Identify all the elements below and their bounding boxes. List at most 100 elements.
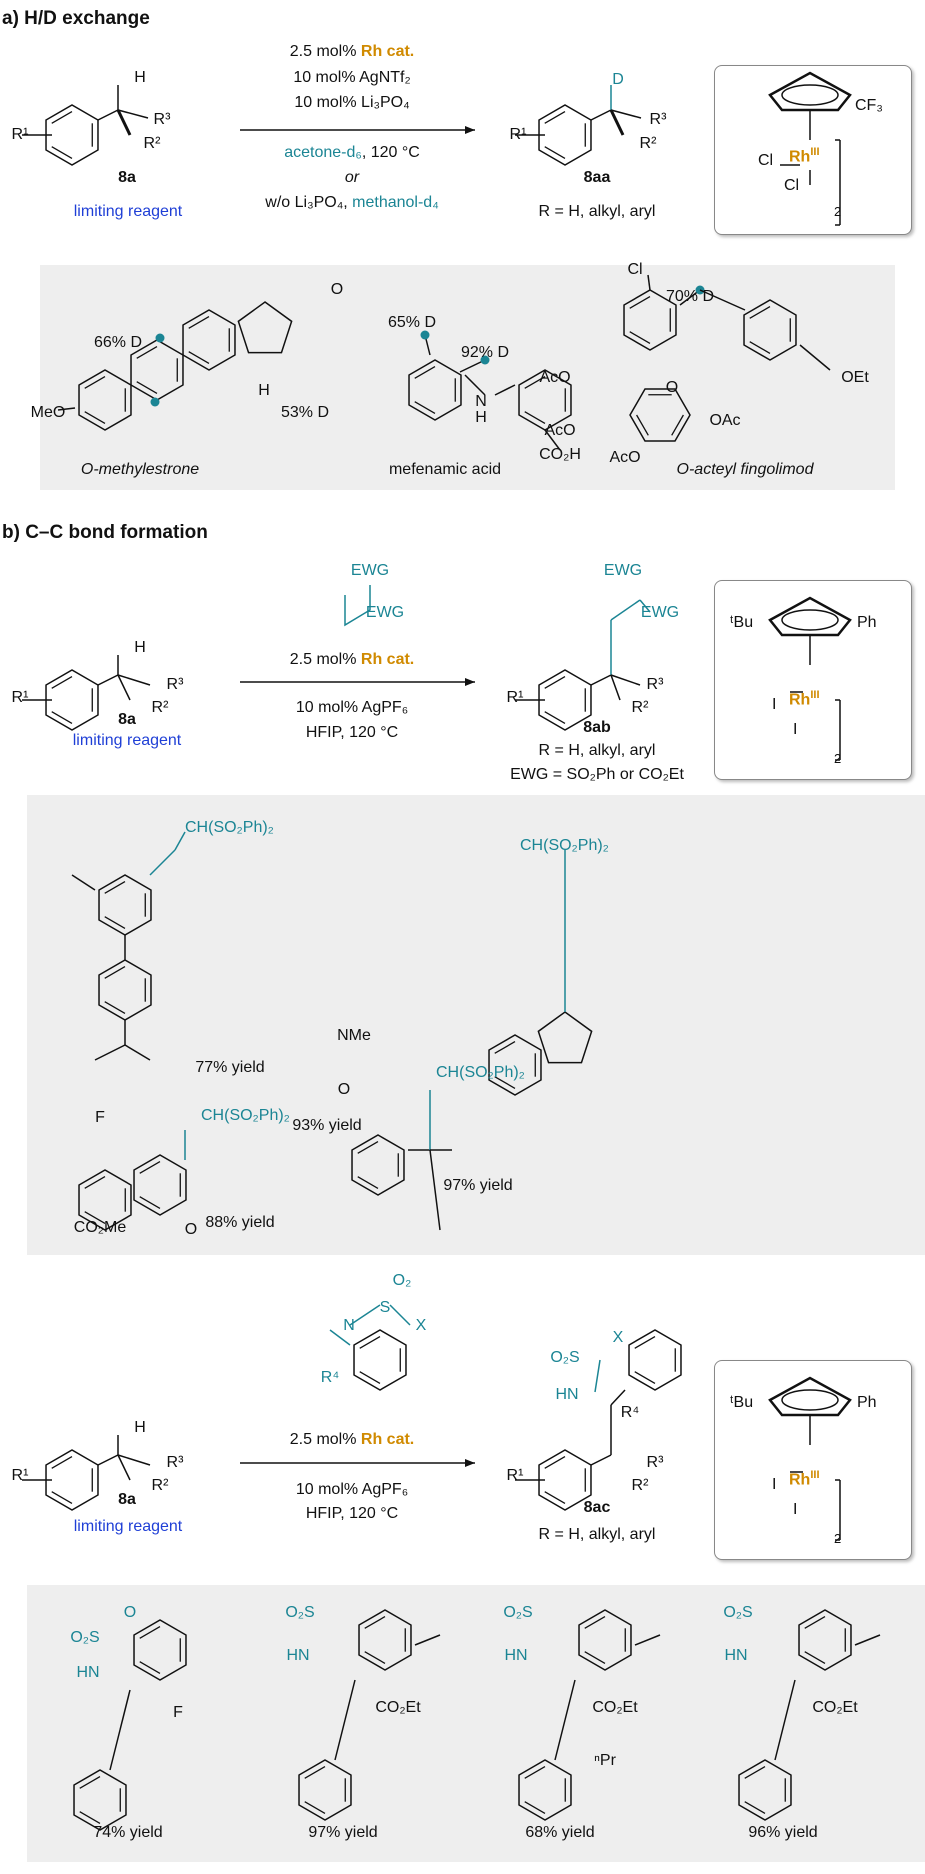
- atom-r3: R³: [646, 1454, 664, 1471]
- ring: [518, 369, 572, 431]
- cat-dimer-n: 2: [834, 204, 842, 219]
- substituent: CH(SO₂Ph)₂: [520, 837, 609, 854]
- bond: [97, 1454, 119, 1466]
- bond: [634, 1336, 656, 1349]
- sm-note: limiting reagent: [73, 203, 183, 220]
- cat-rh: RhIII: [789, 146, 820, 166]
- cat-rh: RhIII: [789, 1469, 820, 1489]
- bond: [136, 346, 158, 359]
- bond: [364, 1651, 386, 1664]
- bond: [590, 674, 612, 686]
- bond: [97, 674, 119, 686]
- alkene-reagent: [344, 585, 371, 627]
- bond: [334, 1719, 346, 1761]
- ring: [98, 874, 152, 936]
- bond: [359, 1336, 381, 1349]
- bond: [84, 1176, 106, 1189]
- atom-f: F: [95, 1109, 105, 1126]
- examples-panel-b1: [27, 795, 925, 1255]
- bond: [524, 376, 546, 389]
- atom-o: O: [665, 379, 679, 396]
- ring: [182, 309, 236, 371]
- atom-cl: Cl: [627, 261, 643, 278]
- bond: [139, 1161, 161, 1174]
- ring: [45, 104, 99, 166]
- atom-h: H: [475, 409, 487, 426]
- atom-r2: R²: [143, 135, 161, 152]
- atom-hn: HN: [724, 1647, 748, 1664]
- bond: [544, 1491, 566, 1504]
- bond: [364, 1616, 386, 1629]
- bond: [584, 1616, 606, 1629]
- bond: [799, 344, 831, 371]
- sm-label: 8a: [118, 711, 136, 728]
- yield-label: 96% yield: [748, 1824, 818, 1841]
- arrow-head: [465, 126, 475, 134]
- cp-ring: [768, 1376, 852, 1417]
- bond: [774, 1719, 786, 1761]
- cp-ring: [781, 609, 839, 631]
- cat-cl: Cl: [758, 152, 774, 169]
- product-ewg: EWG: [640, 604, 680, 621]
- condition-solvent: HFIP, 120 °C: [305, 724, 399, 741]
- bond: [349, 1304, 381, 1326]
- bond: [136, 381, 158, 394]
- atom-r3: R³: [649, 111, 667, 128]
- atom-meo: MeO: [30, 404, 66, 421]
- bond: [494, 1076, 516, 1089]
- catalyst-box-b2: [714, 1360, 912, 1560]
- product-label: 8ab: [583, 719, 611, 736]
- ring: [408, 359, 462, 421]
- deuteration-label: 65% D: [387, 314, 437, 331]
- deuteration-label: 92% D: [460, 344, 510, 361]
- atom-o2s: O₂S: [723, 1604, 753, 1621]
- cp-ring: [768, 71, 852, 112]
- atom-npr: ⁿPr: [594, 1752, 616, 1769]
- sm-note: limiting reagent: [72, 732, 182, 749]
- bond: [609, 109, 625, 136]
- cat-i: I: [772, 696, 777, 713]
- ring: [45, 1449, 99, 1511]
- bond: [117, 1454, 131, 1481]
- atom-ester: CO₂Et: [592, 1699, 638, 1716]
- yield-label: 97% yield: [443, 1177, 513, 1194]
- bond: [610, 674, 621, 701]
- bond: [629, 331, 651, 344]
- cat-tbu: ᵗBu: [730, 614, 754, 631]
- reagent-r4: R⁴: [320, 1369, 340, 1386]
- atom-oac: OAc: [709, 412, 741, 429]
- bond: [459, 359, 486, 373]
- cp-ring: [781, 84, 839, 106]
- bond: [744, 1801, 766, 1814]
- bond: [414, 1634, 441, 1646]
- catalyst-box-b1: [714, 580, 912, 780]
- ring: [798, 1609, 852, 1671]
- bond: [804, 1616, 826, 1629]
- bond: [610, 599, 641, 621]
- atom-hn: HN: [286, 1647, 310, 1664]
- bond: [544, 711, 566, 724]
- ring: [538, 1449, 592, 1511]
- cp-ring: [768, 596, 852, 637]
- bond: [57, 407, 76, 411]
- bond: [357, 1141, 379, 1154]
- atom-f: F: [173, 1704, 183, 1721]
- bond: [610, 674, 641, 686]
- ring: [298, 1759, 352, 1821]
- bond: [414, 366, 436, 379]
- bond: [188, 316, 210, 329]
- bond: [584, 1651, 606, 1664]
- cp-ring: [781, 1389, 839, 1411]
- bond: [744, 1766, 766, 1779]
- deuteration-label: 66% D: [93, 334, 143, 351]
- atom-ester: CO₂Et: [812, 1699, 858, 1716]
- bond: [639, 599, 651, 613]
- atom-r4: R⁴: [620, 1404, 640, 1421]
- bond: [79, 1811, 101, 1824]
- atom-o2s: O₂S: [503, 1604, 533, 1621]
- example-name: O-acteyl fingolimod: [676, 461, 814, 478]
- atom-o: O: [123, 1604, 137, 1621]
- condition-catalyst: 2.5 mol% Rh cat.: [289, 651, 415, 668]
- sm-label: 8a: [118, 1491, 136, 1508]
